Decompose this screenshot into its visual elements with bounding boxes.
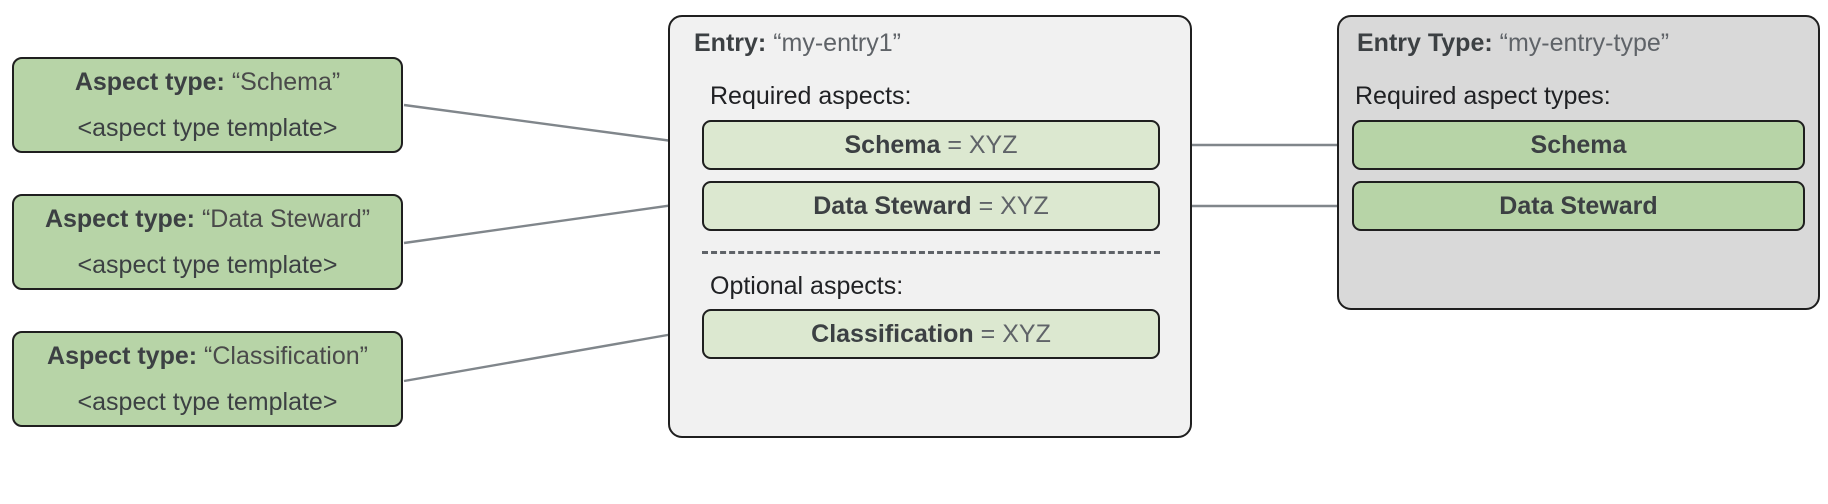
aspect-type-template: <aspect type template>	[77, 387, 338, 416]
entry-required-aspects-heading: Required aspects:	[710, 82, 912, 110]
entry-type-aspect-name: Data Steward	[1499, 191, 1658, 220]
entry-aspect-assignment: = XYZ	[980, 319, 1051, 348]
aspect-type-template: <aspect type template>	[77, 250, 338, 279]
aspect-type-template: <aspect type template>	[77, 113, 338, 142]
aspect-type-value: “Classification”	[204, 341, 368, 370]
entry-type-aspect-data-steward[interactable]: Data Steward	[1352, 181, 1805, 231]
entry-type-label: Entry Type:	[1357, 29, 1493, 57]
entry-title: Entry: “my-entry1”	[694, 29, 901, 58]
entry-aspect-schema-text: Schema = XYZ	[844, 131, 1017, 160]
aspect-type-label: Aspect type:	[47, 341, 198, 370]
entry-type-aspect-name: Schema	[1530, 130, 1627, 159]
entry-aspect-name: Classification	[811, 319, 974, 348]
entry-optional-aspects-heading: Optional aspects:	[710, 272, 904, 300]
aspect-type-card-classification[interactable]: Aspect type: “Classification” <aspect ty…	[12, 331, 403, 427]
aspect-type-label: Aspect type:	[44, 204, 195, 233]
entry-type-aspect-schema[interactable]: Schema	[1352, 120, 1805, 170]
connector-classification-to-entry	[403, 327, 703, 383]
aspect-type-value: “Data Steward”	[201, 204, 371, 233]
aspect-type-heading: Aspect type: “Schema”	[75, 68, 340, 97]
entry-aspect-name: Schema	[844, 130, 941, 159]
aspect-type-heading: Aspect type: “Classification”	[47, 342, 368, 371]
entry-aspect-classification-text: Classification = XYZ	[811, 320, 1051, 349]
aspect-type-card-data-steward[interactable]: Aspect type: “Data Steward” <aspect type…	[12, 194, 403, 290]
entry-type-value: “my-entry-type”	[1499, 29, 1670, 57]
aspect-type-label: Aspect type:	[74, 67, 225, 96]
aspect-type-heading: Aspect type: “Data Steward”	[45, 205, 370, 234]
entry-type-required-heading: Required aspect types:	[1355, 82, 1611, 110]
connector-schema-to-entry	[403, 103, 703, 147]
connector-datasteward-to-entry	[403, 199, 703, 245]
entry-aspect-data-steward[interactable]: Data Steward = XYZ	[702, 181, 1160, 231]
aspect-type-value: “Schema”	[231, 67, 341, 96]
entry-aspect-name: Data Steward	[813, 191, 972, 220]
entry-aspect-assignment: = XYZ	[947, 130, 1018, 159]
entry-aspect-classification[interactable]: Classification = XYZ	[702, 309, 1160, 359]
entry-value: “my-entry1”	[773, 29, 901, 57]
entry-aspect-schema[interactable]: Schema = XYZ	[702, 120, 1160, 170]
entry-type-title: Entry Type: “my-entry-type”	[1357, 29, 1669, 58]
entry-aspect-data-steward-text: Data Steward = XYZ	[813, 192, 1049, 221]
aspect-type-card-schema[interactable]: Aspect type: “Schema” <aspect type templ…	[12, 57, 403, 153]
entry-aspect-assignment: = XYZ	[978, 191, 1049, 220]
entry-required-optional-divider	[702, 251, 1160, 254]
entry-label: Entry:	[694, 29, 767, 57]
